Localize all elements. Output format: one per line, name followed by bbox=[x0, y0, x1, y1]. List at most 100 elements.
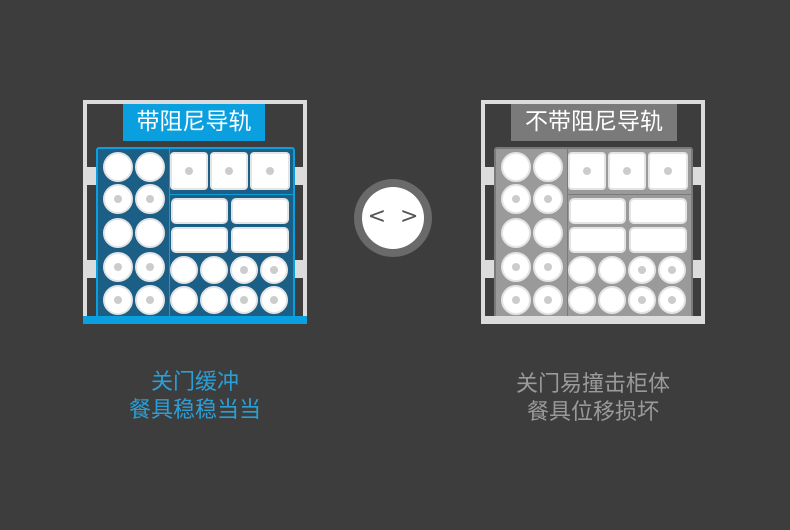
bowl-center bbox=[240, 266, 248, 274]
bowl bbox=[658, 256, 686, 284]
bowl bbox=[170, 256, 198, 284]
plate-center bbox=[146, 263, 154, 271]
chevron-right-icon: > bbox=[400, 204, 419, 229]
plate bbox=[103, 184, 133, 214]
bowl bbox=[170, 286, 198, 314]
plate bbox=[103, 285, 133, 315]
drawer-base bbox=[481, 316, 705, 324]
plate-center bbox=[512, 195, 520, 203]
drawer-with-damper: 带阻尼导轨 bbox=[83, 100, 307, 325]
rect-plate bbox=[171, 198, 228, 224]
plate bbox=[533, 218, 563, 248]
plate bbox=[501, 252, 531, 282]
bowl-center bbox=[638, 296, 646, 304]
bowl bbox=[658, 286, 686, 314]
plate bbox=[501, 285, 531, 315]
bowl-center bbox=[668, 296, 676, 304]
plate-center bbox=[114, 296, 122, 304]
bowl bbox=[200, 256, 228, 284]
square-dish bbox=[170, 152, 208, 190]
plate bbox=[103, 152, 133, 182]
drawer-frame bbox=[83, 100, 307, 322]
bowl-center bbox=[270, 266, 278, 274]
bowl bbox=[598, 256, 626, 284]
slide-rail bbox=[83, 167, 96, 185]
plate-center bbox=[544, 296, 552, 304]
plate bbox=[135, 285, 165, 315]
bowl bbox=[260, 286, 288, 314]
plate-center bbox=[114, 195, 122, 203]
basket-divider bbox=[169, 194, 293, 195]
basket-divider bbox=[567, 149, 568, 321]
bowl bbox=[200, 286, 228, 314]
bowl bbox=[628, 256, 656, 284]
bowl bbox=[230, 286, 258, 314]
slide-rail bbox=[691, 167, 704, 185]
slide-rail bbox=[83, 260, 96, 278]
plate bbox=[135, 218, 165, 248]
compare-toggle-button[interactable]: < > bbox=[354, 179, 432, 257]
drawer-without-damper: 不带阻尼导轨 bbox=[481, 100, 705, 325]
plate bbox=[533, 184, 563, 214]
dish-center bbox=[225, 167, 233, 175]
dish-center bbox=[185, 167, 193, 175]
plate-center bbox=[512, 296, 520, 304]
rect-plate bbox=[231, 227, 289, 253]
plate-center bbox=[146, 195, 154, 203]
square-dish bbox=[210, 152, 248, 190]
bowl-center bbox=[240, 296, 248, 304]
dish-center bbox=[583, 167, 591, 175]
basket-divider bbox=[567, 194, 691, 195]
plate-center bbox=[544, 263, 552, 271]
bowl-center bbox=[270, 296, 278, 304]
square-dish bbox=[608, 152, 646, 190]
plate bbox=[501, 152, 531, 182]
square-dish bbox=[568, 152, 606, 190]
plate bbox=[533, 252, 563, 282]
plate bbox=[135, 152, 165, 182]
dish-center bbox=[266, 167, 274, 175]
plate bbox=[103, 218, 133, 248]
rect-plate bbox=[171, 227, 228, 253]
caption-with-damper: 关门缓冲 餐具稳稳当当 bbox=[45, 369, 345, 425]
rect-plate bbox=[629, 198, 687, 224]
plate bbox=[533, 285, 563, 315]
dish-center bbox=[664, 167, 672, 175]
plate-center bbox=[114, 263, 122, 271]
plate bbox=[135, 184, 165, 214]
plate bbox=[533, 152, 563, 182]
caption-line: 餐具稳稳当当 bbox=[128, 398, 261, 423]
bowl bbox=[598, 286, 626, 314]
slide-rail bbox=[293, 167, 306, 185]
slide-rail bbox=[691, 260, 704, 278]
slide-rail bbox=[293, 260, 306, 278]
caption-line: 餐具位移损坏 bbox=[526, 400, 659, 425]
drawer-label: 带阻尼导轨 bbox=[123, 104, 265, 141]
slide-rail bbox=[481, 167, 494, 185]
square-dish bbox=[250, 152, 290, 190]
rect-plate bbox=[629, 227, 687, 253]
plate bbox=[501, 218, 531, 248]
rect-plate bbox=[231, 198, 289, 224]
bowl bbox=[568, 256, 596, 284]
caption-without-damper: 关门易撞击柜体 餐具位移损坏 bbox=[443, 371, 743, 427]
bowl-center bbox=[638, 266, 646, 274]
bowl-center bbox=[668, 266, 676, 274]
square-dish bbox=[648, 152, 688, 190]
basket-divider bbox=[169, 149, 170, 321]
plate bbox=[103, 252, 133, 282]
dish-center bbox=[623, 167, 631, 175]
bowl bbox=[628, 286, 656, 314]
plate-center bbox=[544, 195, 552, 203]
plate bbox=[501, 184, 531, 214]
drawer-label: 不带阻尼导轨 bbox=[511, 104, 677, 141]
drawer-base bbox=[83, 316, 307, 324]
caption-line: 关门易撞击柜体 bbox=[515, 372, 670, 397]
drawer-frame bbox=[481, 100, 705, 322]
caption-line: 关门缓冲 bbox=[150, 370, 239, 395]
rect-plate bbox=[569, 227, 626, 253]
plate-center bbox=[146, 296, 154, 304]
slide-rail bbox=[481, 260, 494, 278]
bowl bbox=[568, 286, 596, 314]
